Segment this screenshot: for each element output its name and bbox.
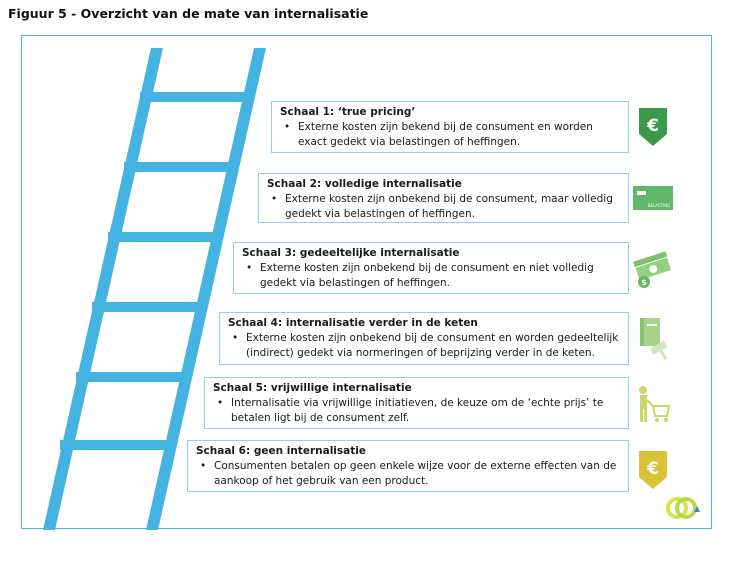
ladder-rung: [108, 232, 218, 242]
ladder-rung: [92, 302, 202, 312]
step-title: Schaal 3: gedeeltelijke internalisatie: [242, 247, 460, 259]
ladder-rail-right: [146, 48, 266, 530]
step-title: Schaal 1: ‘true pricing’: [280, 106, 416, 118]
step-box-1: Schaal 1: ‘true pricing’ Externe kosten …: [271, 101, 629, 153]
ladder-rung: [60, 440, 170, 450]
step-box-4: Schaal 4: internalisatie verder in de ke…: [219, 312, 629, 365]
step-description: Externe kosten zijn bekend bij de consum…: [280, 120, 620, 150]
step-description: Externe kosten zijn onbekend bij de cons…: [242, 261, 620, 291]
euro-shield-icon: €: [639, 108, 667, 146]
tax-card-label: BELASTING: [648, 203, 671, 208]
step-title: Schaal 6: geen internalisatie: [196, 445, 366, 457]
law-book-gavel-icon: [640, 318, 668, 361]
step-box-2: Schaal 2: volledige internalisatie Exter…: [258, 173, 629, 223]
ladder-rung: [124, 162, 234, 172]
ladder-rail-left: [43, 48, 163, 530]
step-title: Schaal 4: internalisatie verder in de ke…: [228, 317, 478, 329]
svg-text:$: $: [641, 278, 647, 287]
ladder-rung: [76, 372, 186, 382]
step-title: Schaal 2: volledige internalisatie: [267, 178, 462, 190]
step-description: Externe kosten zijn onbekend bij de cons…: [267, 192, 620, 222]
tax-card-icon: BELASTING: [633, 186, 673, 210]
euro-shield-icon: €: [639, 451, 667, 489]
svg-text:€: €: [646, 459, 659, 479]
ladder-graphic: [43, 48, 266, 530]
step-title: Schaal 5: vrijwillige internalisatie: [213, 382, 412, 394]
figure-title: Figuur 5 - Overzicht van de mate van int…: [8, 6, 369, 21]
diagram-frame: Schaal 1: ‘true pricing’ Externe kosten …: [21, 35, 712, 530]
shopper-cart-icon: [639, 386, 671, 422]
step-description: Consumenten betalen op geen enkele wijze…: [196, 459, 620, 489]
step-box-6: Schaal 6: geen internalisatie Consumente…: [187, 440, 629, 492]
ladder-rung: [140, 92, 250, 102]
step-box-3: Schaal 3: gedeeltelijke internalisatie E…: [233, 242, 629, 294]
step-description: Internalisatie via vrijwillige initiatie…: [213, 396, 620, 426]
company-logo-icon: [666, 497, 700, 519]
step-description: Externe kosten zijn onbekend bij de cons…: [228, 331, 620, 361]
svg-text:€: €: [646, 116, 659, 136]
money-stack-icon: $: [633, 251, 673, 288]
step-box-5: Schaal 5: vrijwillige internalisatie Int…: [204, 377, 629, 429]
